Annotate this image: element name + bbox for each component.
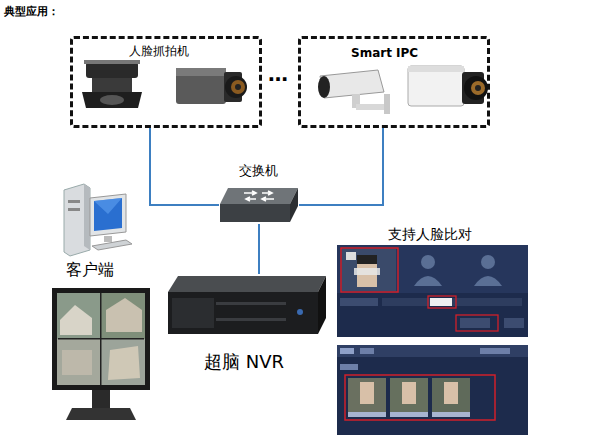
node-label: 交换机 bbox=[239, 162, 278, 180]
feature-caption: 支持人脸比对 bbox=[388, 226, 472, 244]
camera-group: Smart IPC bbox=[298, 36, 490, 128]
nvr-node: 超脑 NVR bbox=[166, 274, 328, 336]
camera-group: 人脸抓拍机 bbox=[70, 36, 262, 128]
nvr-recorder bbox=[168, 276, 326, 334]
face-camera bbox=[82, 60, 142, 108]
node-label: 客户端 bbox=[66, 260, 114, 281]
display-monitor bbox=[52, 288, 150, 420]
connector-line bbox=[150, 128, 219, 205]
connector-line bbox=[299, 128, 383, 205]
page-title: 典型应用： bbox=[4, 4, 59, 19]
node-label: 人脸抓拍机 bbox=[129, 43, 189, 60]
client-node: 客户端 bbox=[58, 182, 134, 258]
network-switch bbox=[220, 188, 298, 222]
node-label: 超脑 NVR bbox=[204, 350, 284, 374]
switch-node: 交换机 bbox=[219, 186, 299, 224]
bullet-camera bbox=[318, 70, 390, 114]
face-search-screenshot bbox=[337, 345, 528, 435]
ellipsis-mark: … bbox=[268, 62, 288, 86]
box-camera bbox=[176, 68, 247, 104]
client-pc bbox=[64, 184, 132, 256]
face-compare-screenshot bbox=[337, 245, 528, 337]
connector-line bbox=[258, 224, 260, 274]
box-camera bbox=[408, 66, 488, 106]
node-label: Smart IPC bbox=[351, 46, 418, 60]
